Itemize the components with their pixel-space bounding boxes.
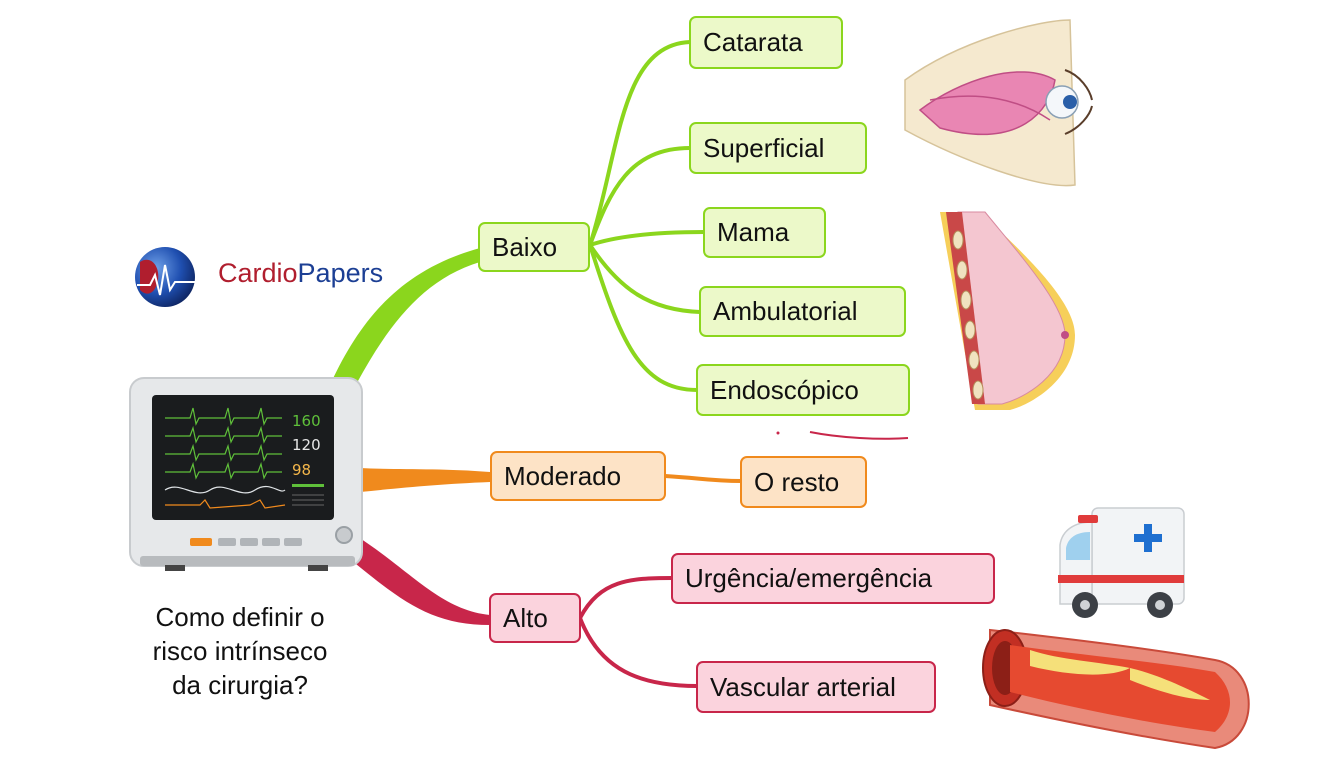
- caption-line-1: Como definir o: [155, 602, 325, 632]
- node-endoscopico: Endoscópico: [696, 364, 910, 416]
- diagram-caption: Como definir o risco intrínseco da cirur…: [120, 600, 360, 702]
- cardiopapers-logo: CardioPapers: [218, 258, 383, 289]
- low-sub-branches: [588, 40, 705, 392]
- high-sub-branches: [578, 576, 698, 688]
- node-mama: Mama: [703, 207, 826, 258]
- node-catarata: Catarata: [689, 16, 843, 69]
- node-superficial: Superficial: [689, 122, 867, 174]
- logo-text-cardio: Cardio: [218, 258, 298, 288]
- node-o-resto: O resto: [740, 456, 867, 508]
- eye-muscle-illustration: [904, 19, 1093, 187]
- red-stroke-mark: [809, 431, 909, 440]
- moderate-sub-branch: [664, 474, 742, 483]
- node-alto: Alto: [489, 593, 581, 643]
- artery-plaque-illustration: [982, 628, 1250, 750]
- node-vascular-arterial: Vascular arterial: [696, 661, 936, 713]
- node-moderado: Moderado: [490, 451, 666, 501]
- monitor-reading-3: 98: [292, 461, 312, 479]
- monitor-reading-2: 120: [292, 436, 321, 454]
- branch-moderate: [360, 468, 490, 492]
- caption-line-2: risco intrínseco: [152, 636, 328, 666]
- patient-monitor-icon: [129, 377, 363, 571]
- red-dot-mark: [776, 431, 780, 435]
- globe-ecg-icon: [135, 247, 195, 307]
- caption-line-3: da cirurgia?: [172, 670, 308, 700]
- branch-low: [330, 248, 480, 392]
- node-baixo: Baixo: [478, 222, 590, 272]
- breast-anatomy-illustration: [940, 211, 1075, 410]
- node-urgencia-emergencia: Urgência/emergência: [671, 553, 995, 604]
- branch-high: [345, 535, 490, 625]
- ambulance-icon: [1058, 507, 1185, 618]
- logo-text-papers: Papers: [297, 258, 384, 288]
- node-ambulatorial: Ambulatorial: [699, 286, 906, 337]
- monitor-reading-1: 160: [292, 412, 321, 430]
